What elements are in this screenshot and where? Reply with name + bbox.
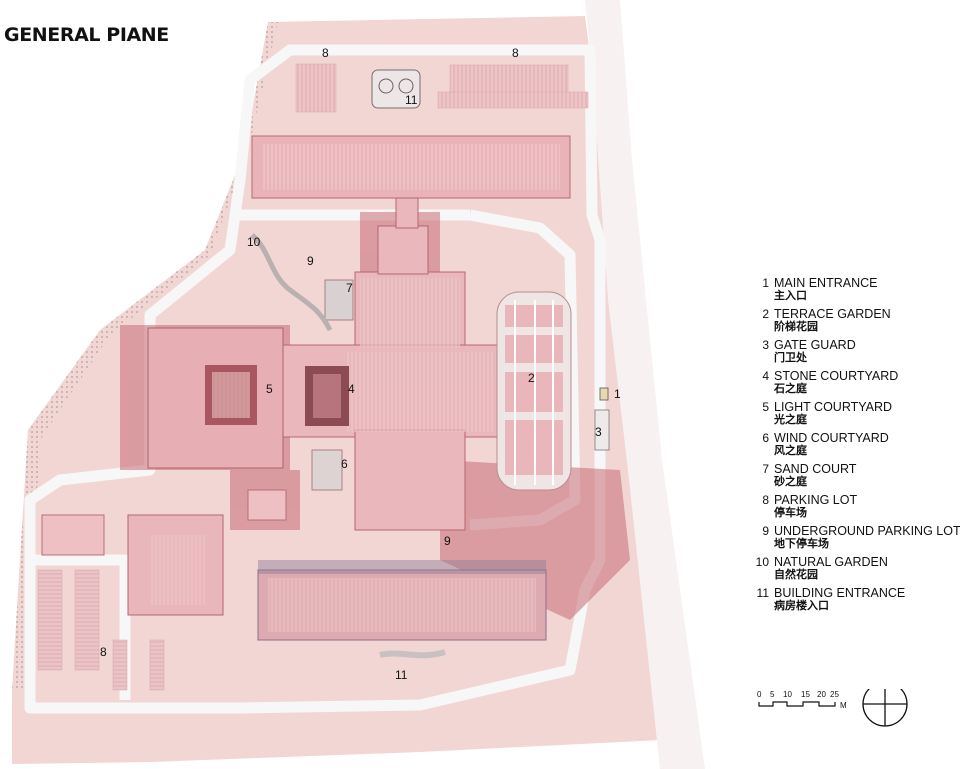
sand-court — [324, 279, 354, 321]
plan-label-7: 7 — [346, 281, 353, 295]
legend-chinese: 风之庭 — [774, 445, 807, 457]
plan-label-5: 5 — [266, 382, 273, 396]
legend-chinese: 石之庭 — [774, 383, 807, 395]
plan-label-8-north-west: 8 — [322, 46, 329, 60]
legend-english: BUILDING ENTRANCE — [774, 586, 906, 600]
plan-label-8-north-east: 8 — [512, 46, 519, 60]
legend-chinese: 门卫处 — [774, 352, 807, 364]
plan-label-11-north: 11 — [405, 93, 418, 107]
legend-english: UNDERGROUND PARKING LOT — [774, 524, 960, 538]
legend-number: 5 — [762, 400, 769, 414]
legend-chinese: 主入口 — [774, 290, 807, 302]
legend-number: 10 — [755, 555, 769, 569]
legend-number: 4 — [762, 369, 769, 383]
plan-label-4: 4 — [348, 382, 355, 396]
legend-english: SAND COURT — [774, 462, 857, 476]
svg-text:10: 10 — [783, 690, 792, 699]
north-arrow — [862, 689, 908, 727]
small-building-mid — [247, 489, 287, 521]
legend-number: 2 — [762, 307, 769, 321]
natural-garden-path — [250, 233, 333, 332]
legend-chinese: 砂之庭 — [774, 476, 807, 488]
legend-chinese: 病房楼入口 — [774, 600, 829, 612]
legend-number: 8 — [762, 493, 769, 507]
legend-chinese: 自然花园 — [774, 569, 818, 581]
svg-text:M: M — [840, 701, 847, 710]
svg-text:15: 15 — [801, 690, 810, 699]
small-building-west — [41, 514, 105, 556]
plan-label-9-south: 9 — [444, 534, 451, 548]
legend-english: LIGHT COURTYARD — [774, 400, 893, 414]
legend-english: GATE GUARD — [774, 338, 856, 352]
legend-chinese: 光之庭 — [774, 414, 807, 426]
legend-number: 9 — [762, 524, 769, 538]
site-plan: 8 8 11 10 9 7 5 4 6 2 1 3 9 8 11 — [12, 0, 705, 769]
svg-text:5: 5 — [770, 690, 775, 699]
plan-labels: 8 8 11 10 9 7 5 4 6 2 1 3 9 8 11 — [100, 46, 621, 682]
gate-guard — [594, 409, 610, 451]
wind-courtyard — [311, 449, 343, 491]
legend-chinese: 阶梯花园 — [774, 321, 818, 333]
plan-label-11-south: 11 — [395, 668, 408, 682]
east-avenue — [585, 0, 705, 769]
plan-label-3: 3 — [595, 425, 602, 439]
legend-number: 6 — [762, 431, 769, 445]
legend-english: WIND COURTYARD — [774, 431, 889, 445]
svg-text:0: 0 — [757, 690, 762, 699]
plan-label-8-west: 8 — [100, 645, 107, 659]
plan-label-2: 2 — [528, 371, 535, 385]
legend-english: PARKING LOT — [774, 493, 858, 507]
legend-number: 1 — [762, 276, 769, 290]
plan-label-6: 6 — [341, 457, 348, 471]
legend-number: 7 — [762, 462, 769, 476]
plan-label-9-north: 9 — [307, 254, 314, 268]
parking-lot-north — [295, 63, 589, 113]
main-entrance-marker — [599, 387, 609, 401]
legend-english: MAIN ENTRANCE — [774, 276, 878, 290]
legend-chinese: 停车场 — [774, 507, 807, 519]
scale-and-north: 0 5 10 15 20 25 M — [757, 689, 908, 727]
legend-english: STONE COURTYARD — [774, 369, 899, 383]
legend-number: 11 — [756, 586, 769, 600]
svg-text:25: 25 — [830, 690, 839, 699]
legend-english: TERRACE GARDEN — [774, 307, 891, 321]
svg-text:20: 20 — [817, 690, 826, 699]
plan-label-1: 1 — [614, 387, 621, 401]
parking-lot-west — [37, 569, 165, 691]
legend-chinese: 地下停车场 — [774, 538, 829, 550]
legend-english: NATURAL GARDEN — [774, 555, 888, 569]
plan-label-10: 10 — [247, 235, 261, 249]
plan-title: GENERAL PIANE — [4, 24, 169, 46]
legend-number: 3 — [762, 338, 769, 352]
scale-bar: 0 5 10 15 20 25 M — [757, 690, 847, 710]
